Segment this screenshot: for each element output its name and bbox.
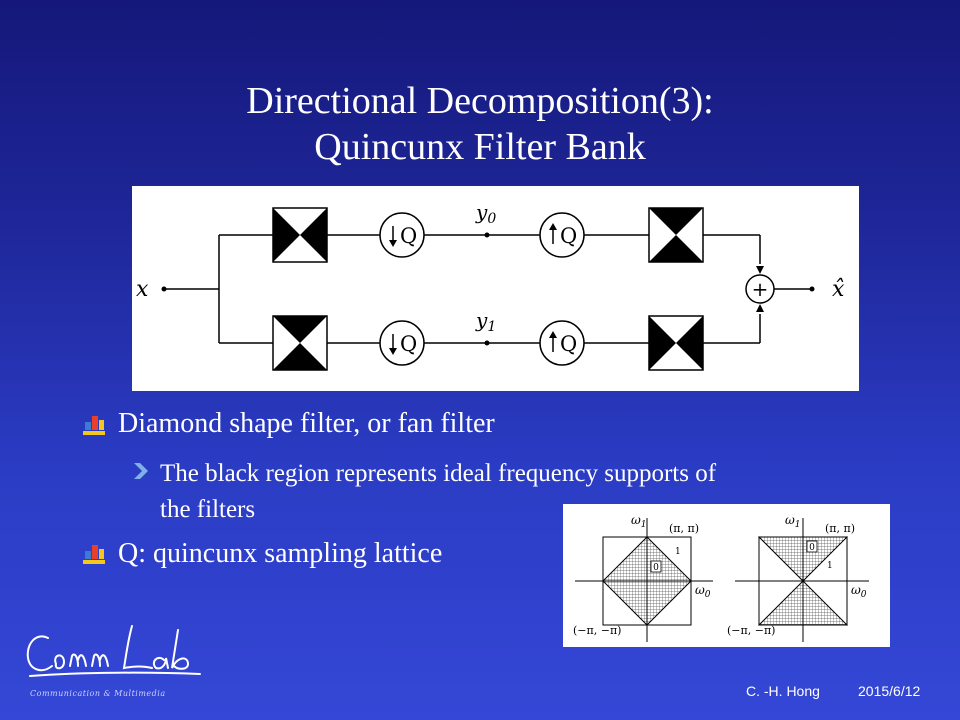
freq-plot-left: 0 1 ω1 ω0 (π, π) (−π, −π) xyxy=(573,513,713,642)
region-1-label: 1 xyxy=(827,561,833,571)
filter-box-top-right xyxy=(648,207,704,263)
down-arrow-icon xyxy=(389,348,397,355)
footer-author: C. -H. Hong xyxy=(746,683,820,699)
bullet-1-sub-line1: The black region represents ideal freque… xyxy=(160,460,717,487)
filter-box-bottom-left xyxy=(272,315,328,371)
region-1-label: 1 xyxy=(675,547,681,557)
y1-node xyxy=(484,340,490,346)
upsampler-top: Q xyxy=(539,212,585,258)
y0-node xyxy=(484,232,490,238)
commlab-logo xyxy=(26,625,201,677)
region-0-label: 0 xyxy=(809,543,815,553)
sum-label: + xyxy=(752,277,769,301)
up-arrow-icon xyxy=(549,223,557,230)
filter-bank-svg: Q Q Q Q + x x̂ y0 y1 xyxy=(136,200,845,371)
w0-label: ω0 xyxy=(851,583,867,600)
bullet-1-sub-line2: the filters xyxy=(160,496,256,523)
corner-bl-label: (−π, −π) xyxy=(573,624,621,637)
down-arrow-icon xyxy=(389,240,397,247)
bullet-2-text: Q: quincunx sampling lattice xyxy=(118,538,443,569)
input-node xyxy=(161,286,167,292)
filter-box-top-left xyxy=(272,207,328,263)
filter-box-bottom-right xyxy=(648,315,704,371)
region-0-label: 0 xyxy=(653,563,659,573)
slide-title-line2: Quincunx Filter Bank xyxy=(314,126,646,168)
up-label: Q xyxy=(560,332,577,356)
upsampler-bottom: Q xyxy=(539,320,585,366)
down-label: Q xyxy=(400,332,417,356)
frequency-support-plots: 0 1 ω1 ω0 (π, π) (−π, −π) 0 1 ω1 ω0 (π, … xyxy=(563,504,890,647)
summer-node: + xyxy=(745,274,775,304)
slide-title: Directional Decomposition(3): Quincunx F… xyxy=(0,78,960,170)
corner-tr-label: (π, π) xyxy=(669,522,699,535)
output-label: x̂ xyxy=(832,277,845,302)
bullet-1-text: Diamond shape filter, or fan filter xyxy=(118,408,495,439)
y0-label: y0 xyxy=(475,200,496,227)
arrow-bullet-icon xyxy=(134,463,148,479)
downsampler-bottom: Q xyxy=(379,320,425,366)
y1-label: y1 xyxy=(475,308,496,335)
bullet-icon xyxy=(83,545,105,564)
bullet-1-sub: The black region represents ideal freque… xyxy=(160,456,880,528)
up-label: Q xyxy=(560,224,577,248)
input-label: x xyxy=(136,277,149,302)
output-node xyxy=(809,286,815,292)
slide-title-line1: Directional Decomposition(3): xyxy=(246,80,714,122)
downsampler-top: Q xyxy=(379,212,425,258)
up-arrow-icon xyxy=(549,331,557,338)
corner-tr-label: (π, π) xyxy=(825,522,855,535)
w1-label: ω1 xyxy=(785,513,801,530)
freq-plot-right: 0 1 ω1 ω0 (π, π) (−π, −π) xyxy=(727,513,869,642)
w1-label: ω1 xyxy=(631,513,647,530)
w0-label: ω0 xyxy=(695,583,711,600)
logo-subtext: Communication & Multimedia xyxy=(30,689,166,698)
corner-bl-label: (−π, −π) xyxy=(727,624,775,637)
frequency-support-svg: 0 1 ω1 ω0 (π, π) (−π, −π) 0 1 ω1 ω0 (π, … xyxy=(573,513,869,642)
footer-date: 2015/6/12 xyxy=(858,683,921,699)
down-label: Q xyxy=(400,224,417,248)
bullet-icon xyxy=(83,416,105,435)
filter-bank-diagram: Q Q Q Q + x x̂ y0 y1 xyxy=(132,186,859,391)
